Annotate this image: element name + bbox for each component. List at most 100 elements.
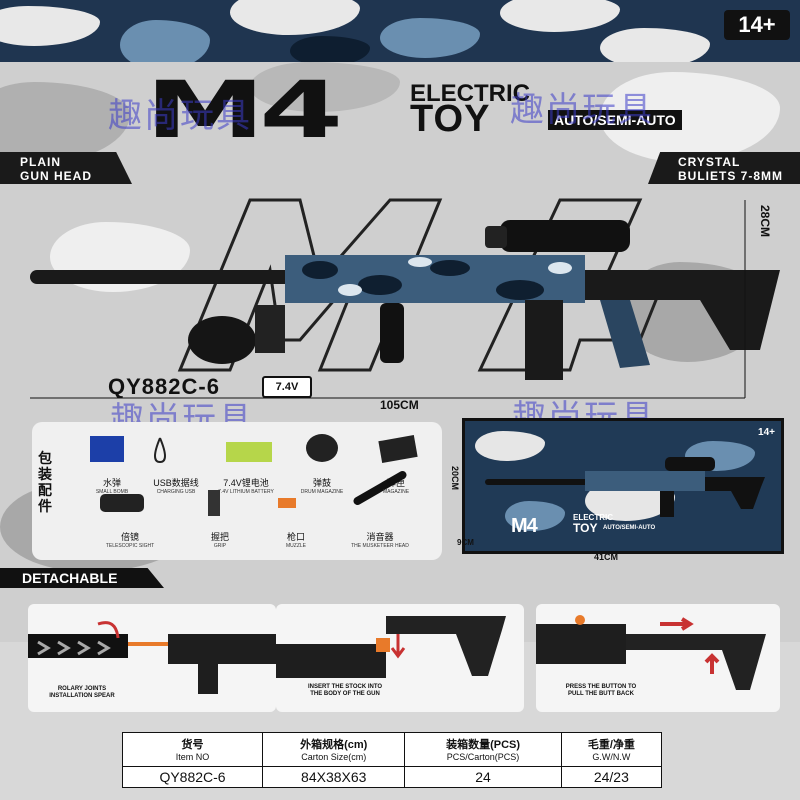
table-cell: 24 bbox=[404, 765, 562, 789]
grip-icon bbox=[208, 490, 220, 516]
table-cell: 24/23 bbox=[560, 765, 663, 789]
box-width: 41CM bbox=[594, 552, 619, 562]
box-logo-electric: ELECTRIC bbox=[573, 513, 613, 522]
caption-line: THE BODY OF THE GUN bbox=[310, 691, 380, 697]
acc-en: TELESCOPIC SIGHT bbox=[105, 543, 155, 549]
accessory-label: 水弹 SMALL BOMB bbox=[72, 476, 152, 495]
stock bbox=[585, 270, 780, 350]
acc-cn: 倍镜 bbox=[120, 532, 139, 542]
table-cell: 84X38X63 bbox=[262, 765, 406, 789]
step-card-2: INSERT THE STOCK INTO THE BODY OF THE GU… bbox=[276, 604, 524, 712]
tag-line: PLAIN bbox=[20, 155, 61, 169]
battery-pack-icon bbox=[226, 442, 272, 462]
box-depth: 9CM bbox=[457, 538, 474, 547]
box-age-badge: 14+ bbox=[758, 427, 775, 438]
magazine-icon bbox=[378, 435, 418, 463]
accessory-label: 倍镜 TELESCOPIC SIGHT bbox=[90, 530, 170, 549]
box-gun-icon bbox=[485, 457, 765, 517]
step-2-illustration bbox=[276, 616, 506, 678]
header-cn: 货号 bbox=[181, 739, 204, 752]
acc-cn: 枪口 bbox=[286, 532, 305, 542]
box-fire-mode: AUTO/SEMI-AUTO bbox=[603, 525, 656, 531]
table-row: QY882C-6 84X38X63 24 24/23 bbox=[121, 765, 663, 789]
accessories-title: 包装配件 bbox=[38, 450, 52, 514]
dimension-height: 28CM bbox=[758, 205, 772, 238]
detachable-banner: DETACHABLE bbox=[0, 568, 164, 588]
header-cn: 装箱数量(PCS) bbox=[446, 739, 521, 752]
usb-cable-icon bbox=[154, 437, 166, 464]
accessory-label: 弹鼓 DRUM MAGAZINE bbox=[282, 476, 362, 495]
scope bbox=[500, 220, 630, 252]
header-cn: 毛重/净重 bbox=[587, 739, 635, 752]
accessory-label: 消音器 THE MUSKETEER HEAD bbox=[340, 530, 420, 549]
caption-line: INSERT THE STOCK INTO bbox=[307, 684, 383, 690]
accessory-icons bbox=[90, 434, 418, 516]
step-1-illustration bbox=[28, 621, 276, 694]
red-arrow-icon bbox=[390, 634, 406, 659]
acc-cn: USB数据线 bbox=[153, 478, 199, 488]
caption-line: PULL THE BUTT BACK bbox=[568, 691, 634, 697]
red-arrow-icon bbox=[660, 617, 694, 631]
barrel bbox=[30, 270, 300, 284]
red-arrow-icon bbox=[704, 653, 720, 674]
box-logo-toy: TOY bbox=[573, 521, 598, 535]
vertical-grip bbox=[380, 303, 404, 363]
caption-line: PRESS THE BUTTON TO bbox=[565, 684, 637, 690]
tag-line: GUN HEAD bbox=[20, 169, 93, 183]
acc-cn: 消音器 bbox=[366, 532, 394, 542]
accessory-label: 弹匣 MAGAZINE bbox=[356, 476, 436, 495]
tag-line: BULIETS 7-8MM bbox=[678, 169, 784, 183]
acc-en: CHARGING USB bbox=[156, 489, 196, 495]
acc-en: SMALL BOMB bbox=[95, 489, 129, 495]
acc-cn: 水弹 bbox=[102, 478, 121, 488]
header-en: PCS/Carton(PCS) bbox=[446, 752, 520, 763]
acc-en: 7.4V LITHIUM BATTERY bbox=[218, 489, 274, 495]
accessory-label: 握把 GRIP bbox=[180, 530, 260, 549]
accessory-label: USB数据线 CHARGING USB bbox=[136, 476, 216, 495]
scope-icon bbox=[100, 494, 144, 512]
table-cell: QY882C-6 bbox=[121, 765, 264, 789]
plain-gun-head-tag: PLAIN GUN HEAD bbox=[0, 152, 132, 184]
acc-cn: 7.4V锂电池 bbox=[223, 478, 269, 488]
caption-line: ROLARY JOINTS bbox=[57, 686, 107, 692]
box-logo-m4: M4 bbox=[511, 515, 538, 537]
caption-line: INSTALLATION SPEAR bbox=[49, 693, 115, 699]
drum-magazine bbox=[188, 316, 256, 364]
small-bomb-icon bbox=[90, 436, 124, 462]
table-header-cell: 外箱规格(cm)Carton Size(cm) bbox=[262, 732, 406, 767]
pistol-grip bbox=[600, 300, 650, 368]
header-en: Carton Size(cm) bbox=[301, 752, 367, 763]
acc-cn: 握把 bbox=[210, 532, 229, 542]
header-en: Item NO bbox=[175, 752, 210, 763]
battery-icon: 7.4V bbox=[262, 376, 312, 398]
crystal-bullets-tag: CRYSTAL BULIETS 7-8MM bbox=[648, 152, 800, 184]
red-arrow-icon bbox=[97, 621, 120, 639]
gun-illustration bbox=[30, 198, 780, 399]
logo-m4: M4 bbox=[145, 66, 343, 156]
step-1-caption: ROLARY JOINTS INSTALLATION SPEAR bbox=[32, 686, 132, 700]
packaging-box: 14+ M4 ELECTRIC TOY AUTO/SEMI-AUTO bbox=[462, 418, 784, 554]
box-height: 20CM bbox=[450, 466, 460, 491]
accessory-label: 7.4V锂电池 7.4V LITHIUM BATTERY bbox=[206, 476, 286, 495]
header-en: G.W/N.W bbox=[592, 752, 631, 763]
tag-line: CRYSTAL bbox=[678, 155, 741, 169]
step-3-illustration bbox=[536, 615, 766, 690]
table-header-cell: 装箱数量(PCS)PCS/Carton(PCS) bbox=[404, 732, 562, 767]
silencer-icon bbox=[353, 471, 407, 505]
watermark: 趣尚玩具 bbox=[108, 96, 252, 136]
step-2-caption: INSERT THE STOCK INTO THE BODY OF THE GU… bbox=[290, 684, 400, 698]
step-card-3: PRESS THE BUTTON TO PULL THE BUTT BACK bbox=[536, 604, 780, 712]
acc-en: DRUM MAGAZINE bbox=[300, 489, 344, 495]
logo-toy: TOY bbox=[410, 98, 491, 140]
logo-electric: ELECTRIC bbox=[410, 80, 530, 107]
acc-en: MUZZLE bbox=[286, 543, 306, 549]
camo-header-band bbox=[0, 0, 800, 62]
muzzle-icon bbox=[278, 498, 296, 508]
accessory-label: 枪口 MUZZLE bbox=[256, 530, 336, 549]
model-number: QY882C-6 bbox=[108, 374, 220, 399]
header-cn: 外箱规格(cm) bbox=[300, 739, 368, 752]
